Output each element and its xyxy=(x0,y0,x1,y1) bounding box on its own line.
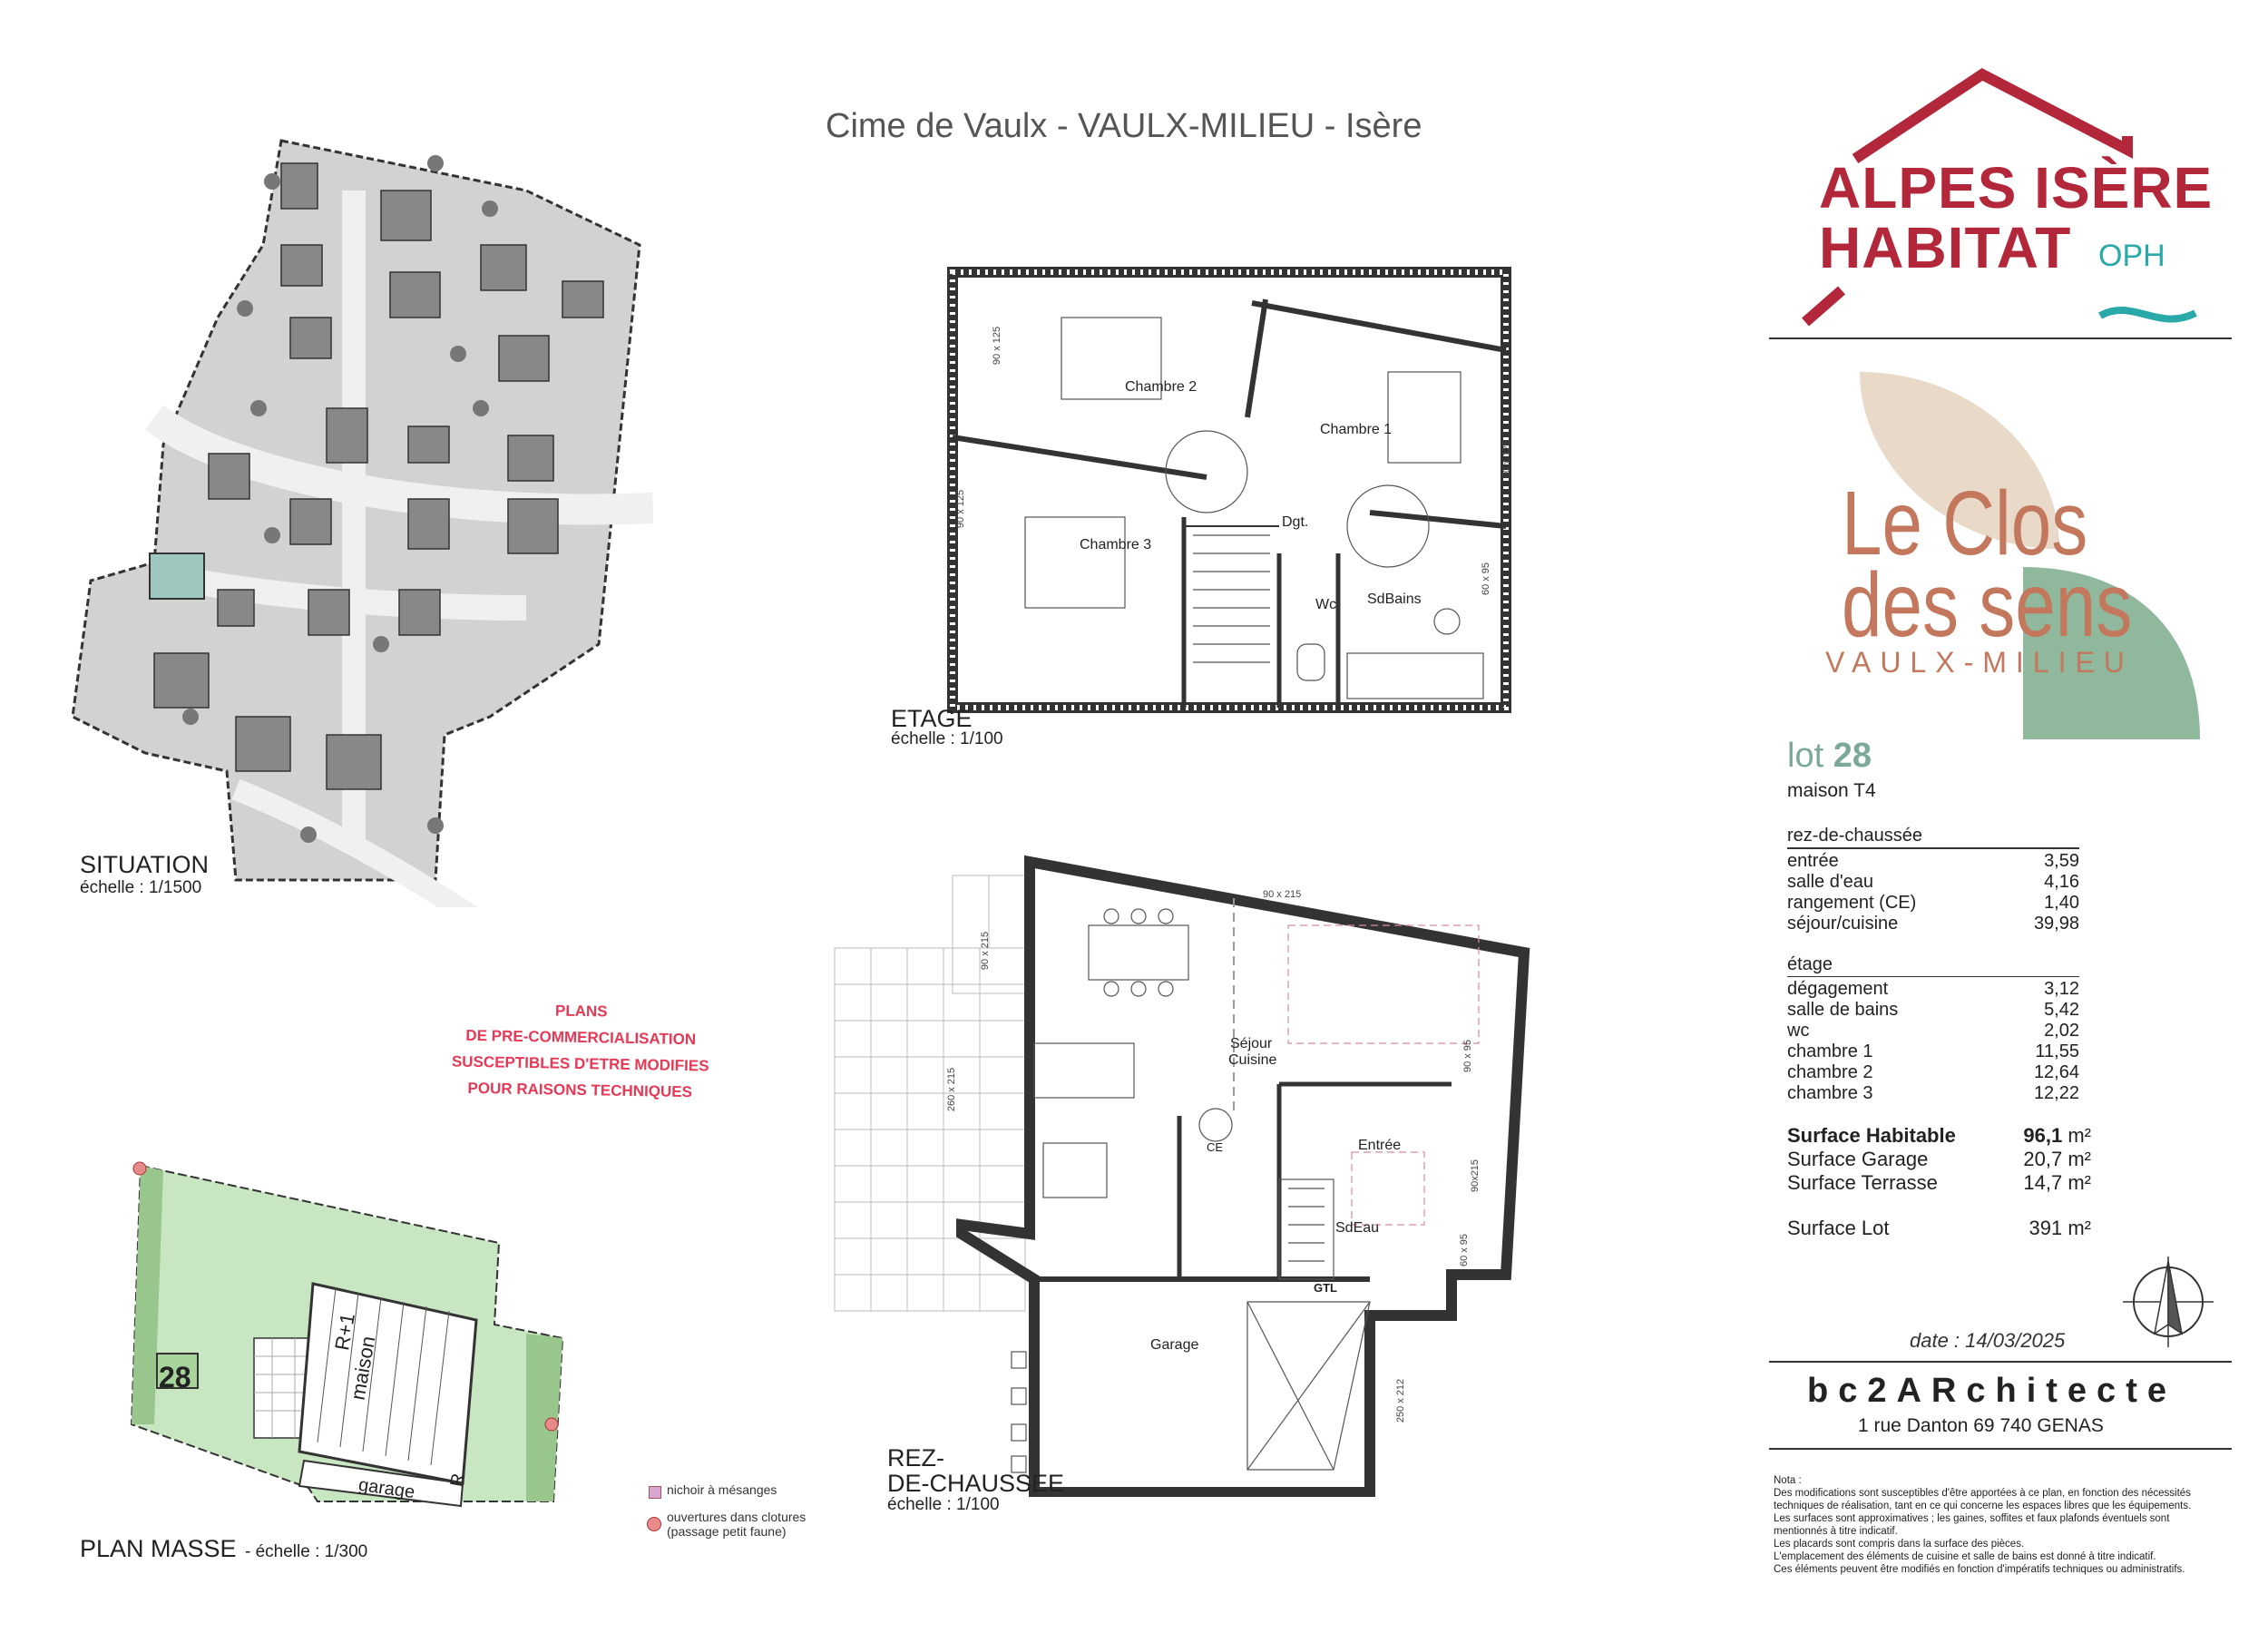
etage-scale: échelle : 1/100 xyxy=(891,729,1003,748)
rdc-plan xyxy=(834,855,1530,1497)
divider xyxy=(1769,1448,2232,1450)
passage-faune-icon xyxy=(647,1517,661,1531)
brand-suffix: OPH xyxy=(2098,239,2165,273)
rdc-dim-6: 60 x 95 xyxy=(1459,1233,1471,1267)
etage-dim-2: 90 x 125 xyxy=(955,489,967,529)
etage-room-degagement: Dgt. xyxy=(1282,514,1309,530)
rdc-dim-5: 90x215 xyxy=(1470,1159,1481,1193)
legend-passage-line1: ouvertures dans clotures xyxy=(667,1510,807,1524)
situation-plan xyxy=(71,139,653,907)
rdc-label-line1: REZ- xyxy=(887,1444,944,1472)
legend-nichoir: nichoir à mésanges xyxy=(667,1482,777,1497)
situation-label: SITUATION xyxy=(80,851,210,878)
nota-block: Nota : Des modifications sont susceptibl… xyxy=(1774,1474,2223,1576)
rdc-room-sejour: Séjour xyxy=(1230,1036,1273,1051)
project-logo-shapes xyxy=(1860,372,2200,739)
lot-type: maison T4 xyxy=(1787,780,1876,801)
section-etage-title: étage xyxy=(1787,953,1833,974)
project-town: VAULX-MILIEU xyxy=(1825,646,2134,679)
etage-room-chambre-1: Chambre 1 xyxy=(1320,422,1393,437)
situation-scale: échelle : 1/1500 xyxy=(80,878,202,897)
etage-room-chambre-2: Chambre 2 xyxy=(1125,379,1198,395)
plan-masse-scale: - échelle : 1/300 xyxy=(245,1542,368,1561)
nota-line: Ces éléments peuvent être modifiés en fo… xyxy=(1774,1564,2185,1575)
rdc-room-cuisine: Cuisine xyxy=(1228,1052,1277,1068)
rdc-dim-2: 90 x 215 xyxy=(980,931,992,971)
etage-dim-3: 90 x 125 xyxy=(1501,439,1513,479)
project-name-line1: Le Clos xyxy=(1842,473,2088,574)
lot-label: lot xyxy=(1787,737,1824,775)
divider xyxy=(1769,337,2232,339)
etage-dim-1: 90 x 125 xyxy=(992,326,1003,366)
rdc-room-ce: CE xyxy=(1207,1140,1224,1154)
etage-dim-4: 60 x 95 xyxy=(1481,562,1492,596)
architect-address: 1 rue Danton 69 740 GENAS xyxy=(1858,1415,2104,1436)
rdc-dim-1: 90 x 215 xyxy=(1263,889,1302,900)
nichoir-icon xyxy=(649,1486,661,1499)
rdc-dim-7: 250 x 212 xyxy=(1395,1378,1407,1423)
nota-line: Les surfaces sont approximatives ; les g… xyxy=(1774,1513,2170,1537)
rdc-label-line2: DE-CHAUSSEE xyxy=(887,1470,1065,1497)
rdc-dim-4: 90 x 95 xyxy=(1462,1039,1474,1073)
project-name-line2: des sens xyxy=(1842,554,2133,656)
brand-roof-icon xyxy=(1802,68,2197,327)
rdc-room-garage: Garage xyxy=(1150,1337,1199,1353)
lot-title: lot 28 xyxy=(1787,737,1872,776)
etage-room-sdbains: SdBains xyxy=(1367,592,1422,607)
north-arrow-icon xyxy=(2123,1257,2214,1347)
nota-line: L'emplacement des éléments de cuisine et… xyxy=(1774,1551,2156,1562)
plan-masse-label: PLAN MASSE xyxy=(80,1535,237,1562)
nota-line: Les placards sont compris dans la surfac… xyxy=(1774,1539,2025,1550)
brand-name-line2: HABITAT xyxy=(1819,215,2072,280)
legend-passage-line2: (passage petit faune) xyxy=(667,1524,787,1539)
plan-masse-lot-number: 28 xyxy=(159,1361,191,1393)
etage-room-wc: Wc xyxy=(1315,597,1337,612)
nota-title: Nota : xyxy=(1774,1475,1802,1486)
brand-name-line1: ALPES ISÈRE xyxy=(1819,155,2214,220)
page-title: Cime de Vaulx - VAULX-MILIEU - Isère xyxy=(826,107,1422,145)
plan-date: date : 14/03/2025 xyxy=(1910,1329,2066,1352)
rdc-room-sdeau: SdEau xyxy=(1335,1220,1380,1236)
etage-room-chambre-3: Chambre 3 xyxy=(1080,537,1152,552)
rdc-room-entree: Entrée xyxy=(1358,1138,1402,1153)
lot-number: 28 xyxy=(1833,737,1872,775)
rdc-scale: échelle : 1/100 xyxy=(887,1495,1000,1514)
etage-label: ETAGE xyxy=(891,705,973,732)
etage-plan xyxy=(947,267,1511,713)
nota-line: Des modifications sont susceptibles d'êt… xyxy=(1774,1488,2192,1511)
table-row: rangement (CE)1,40 xyxy=(1787,892,2079,913)
section-rdc-title: rez-de-chaussée xyxy=(1787,826,1922,846)
rdc-dim-3: 260 x 215 xyxy=(946,1067,958,1112)
divider xyxy=(1769,1361,2232,1363)
plan-masse xyxy=(130,1161,564,1508)
architect-name: bc2ARchitecte xyxy=(1807,1372,2176,1410)
precommercialisation-stamp: PLANS DE PRE-COMMERCIALISATION SUSCEPTIB… xyxy=(398,995,763,1107)
rdc-label-gtl: GTL xyxy=(1314,1281,1337,1295)
